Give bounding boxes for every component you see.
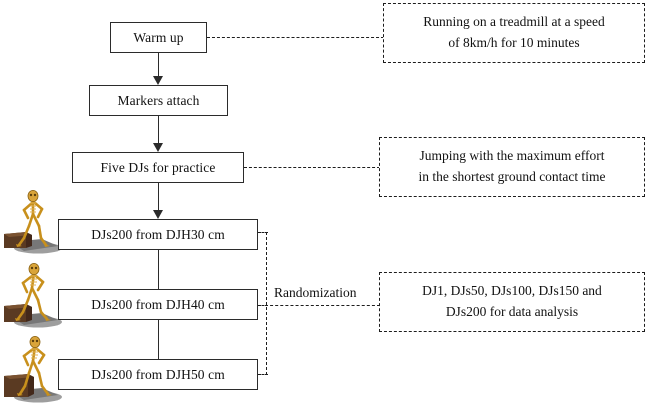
note-line-1: DJ1, DJs50, DJs100, DJs150 and (422, 283, 602, 299)
arrowhead-icon-to-dj30 (152, 210, 163, 219)
note-line-1: Jumping with the maximum effort (419, 148, 605, 164)
note-line-2: in the shortest ground contact time (418, 169, 606, 184)
connector-warmup-to-markers (158, 53, 159, 76)
bracket-segment-top (258, 232, 268, 233)
skeleton-drop-jump-illustration-40cm (2, 256, 64, 330)
leader-line-warmup-note (207, 37, 384, 38)
connector-practice-to-dj30 (158, 183, 159, 210)
bracket-segment-middle (258, 305, 268, 306)
node-five-djs-for-practice[interactable]: Five DJs for practice (72, 152, 244, 183)
leader-line-randomization-note (265, 305, 380, 306)
note-line-1: Running on a treadmill at a speed (423, 14, 605, 30)
skeleton-drop-jump-illustration-50cm (2, 330, 64, 404)
note-line-2: DJs200 for data analysis (445, 304, 579, 319)
leader-line-effort-note (244, 167, 380, 168)
connector-markers-to-practice (158, 116, 159, 143)
node-markers-attach[interactable]: Markers attach (89, 85, 228, 116)
node-djs200-djh40[interactable]: DJs200 from DJH40 cm (58, 289, 258, 320)
node-djs200-djh50[interactable]: DJs200 from DJH50 cm (58, 359, 258, 390)
arrowhead-icon-to-practice (152, 143, 163, 152)
connector-dj40-to-dj50 (158, 320, 159, 359)
node-warm-up[interactable]: Warm up (110, 22, 207, 53)
bracket-spine (266, 232, 267, 375)
node-djs200-djh30[interactable]: DJs200 from DJH30 cm (58, 219, 258, 250)
note-line-2: of 8km/h for 10 minutes (448, 35, 580, 50)
note-data-analysis: DJ1, DJs50, DJs100, DJs150 and DJs200 fo… (379, 272, 645, 332)
note-warm-up-protocol: Running on a treadmill at a speed of 8km… (383, 3, 645, 63)
note-jump-instruction: Jumping with the maximum effort in the s… (379, 137, 645, 197)
skeleton-drop-jump-illustration-30cm (2, 182, 64, 256)
randomization-label: Randomization (272, 285, 359, 300)
arrowhead-icon-to-markers (152, 76, 163, 85)
bracket-segment-bottom (258, 374, 268, 375)
connector-dj30-to-dj40 (158, 250, 159, 289)
